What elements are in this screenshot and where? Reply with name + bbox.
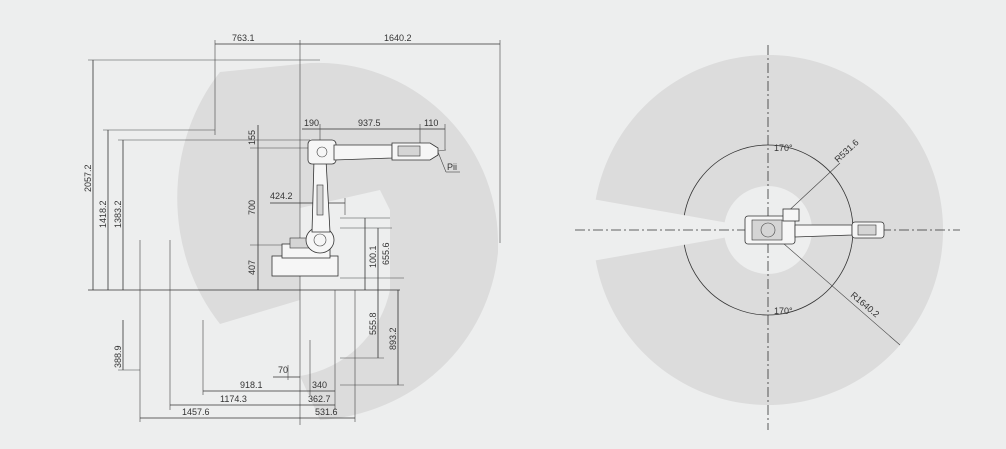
point-label-pii: Pii	[447, 162, 457, 172]
dim-155: 155	[247, 130, 257, 145]
dim-937-5: 937.5	[358, 118, 381, 128]
dim-1640-2: 1640.2	[384, 33, 412, 43]
dim-2057-2: 2057.2	[83, 164, 93, 192]
top-view: 170° 170° R531.6 R1640.2	[575, 45, 960, 430]
dim-893-2: 893.2	[388, 327, 398, 350]
dim-362-7: 362.7	[308, 394, 331, 404]
side-view: 763.1 1640.2 2057.2 1418.2 1383.2 388.9 …	[83, 33, 501, 425]
angle-bottom: 170°	[774, 306, 793, 316]
dim-763-1: 763.1	[232, 33, 255, 43]
dim-340: 340	[312, 380, 327, 390]
dim-100-1: 100.1	[368, 245, 378, 268]
dim-1457-6: 1457.6	[182, 407, 210, 417]
dim-700: 700	[247, 200, 257, 215]
dim-555-8: 555.8	[368, 312, 378, 335]
dim-190: 190	[304, 118, 319, 128]
dim-918-1: 918.1	[240, 380, 263, 390]
side-reach-envelope	[177, 62, 498, 421]
robot-top-silhouette	[744, 208, 885, 245]
dim-1418-2: 1418.2	[98, 200, 108, 228]
dim-424-2: 424.2	[270, 191, 293, 201]
dim-1174-3: 1174.3	[220, 394, 247, 404]
robot-side-silhouette: Pii	[271, 139, 460, 277]
dim-1383-2: 1383.2	[113, 200, 123, 228]
angle-top: 170°	[774, 143, 793, 153]
dim-70: 70	[278, 365, 288, 375]
dim-388-9: 388.9	[113, 345, 123, 368]
dim-110: 110	[424, 118, 438, 128]
dim-407: 407	[247, 260, 257, 275]
dim-531-6: 531.6	[315, 407, 338, 417]
dim-655-6: 655.6	[381, 242, 391, 265]
